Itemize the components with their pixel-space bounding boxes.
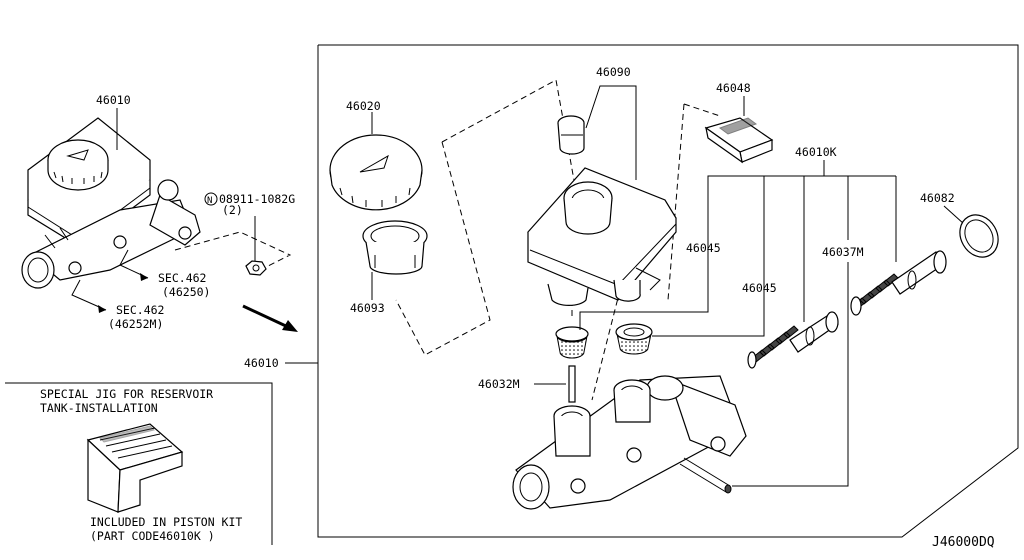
reservoir-strainer: [362, 220, 428, 275]
jig-note-line1: INCLUDED IN PISTON KIT: [90, 515, 242, 529]
label-nut-symbol: N: [207, 196, 212, 206]
label-grommet-set: 46090: [596, 65, 631, 79]
hex-nut: [245, 260, 267, 276]
label-nut-qty: (2): [222, 203, 243, 217]
explode-arrow: [242, 304, 298, 332]
label-assembly-right: 46010: [244, 356, 279, 370]
exploded-view-frame: [317, 44, 1019, 538]
master-cylinder-body: [512, 375, 747, 510]
jig-title-line2: TANK-INSTALLATION: [40, 401, 158, 415]
reservoir-cap: [329, 134, 423, 211]
nut-symbol-circle: [204, 192, 218, 206]
left-pointer-lines: [71, 108, 292, 313]
label-sensor: 46048: [716, 81, 751, 95]
label-sec-b-ref: (46252M): [108, 317, 163, 331]
label-pin: 46032M: [478, 377, 520, 391]
assembled-master-cylinder: [21, 117, 201, 289]
label-seal-a: 46045: [686, 241, 721, 255]
label-strainer: 46093: [350, 301, 385, 315]
diagram-code: J46000DQ: [932, 535, 995, 550]
label-sec-a-code: SEC.462: [158, 271, 206, 285]
reservoir-seal-right: [615, 323, 653, 355]
stopper-pin: [568, 365, 576, 403]
special-jig-frame: [5, 382, 273, 545]
secondary-piston-assembly: [747, 311, 839, 369]
label-piston-primary: 46082: [920, 191, 955, 205]
reservoir-grommet-top: [557, 115, 585, 155]
label-seal-b: 46045: [742, 281, 777, 295]
jig-note-line2: (PART CODE46010K ): [90, 529, 215, 543]
snap-ring: [959, 214, 999, 258]
explode-arrow-icon: [282, 320, 298, 332]
reservoir-seal-left: [555, 326, 589, 359]
label-cap: 46020: [346, 99, 381, 113]
label-kit: 46010K: [795, 145, 837, 159]
special-jig-tool: [86, 423, 184, 513]
label-assembly-left: 46010: [96, 93, 131, 107]
label-sec-b-code: SEC.462: [116, 303, 164, 317]
arrow-sec-a-icon: [140, 273, 148, 281]
jig-title-line1: SPECIAL JIG FOR RESERVOIR: [40, 387, 213, 401]
arrow-sec-b-icon: [98, 305, 106, 313]
label-sec-a-ref: (46250): [162, 285, 210, 299]
primary-piston-assembly: [850, 250, 947, 316]
label-nut-part: 08911-1082G: [219, 192, 295, 206]
label-piston-secondary: 46037M: [822, 245, 864, 259]
reservoir-tank: [527, 167, 677, 306]
fluid-level-sensor: [704, 117, 774, 164]
